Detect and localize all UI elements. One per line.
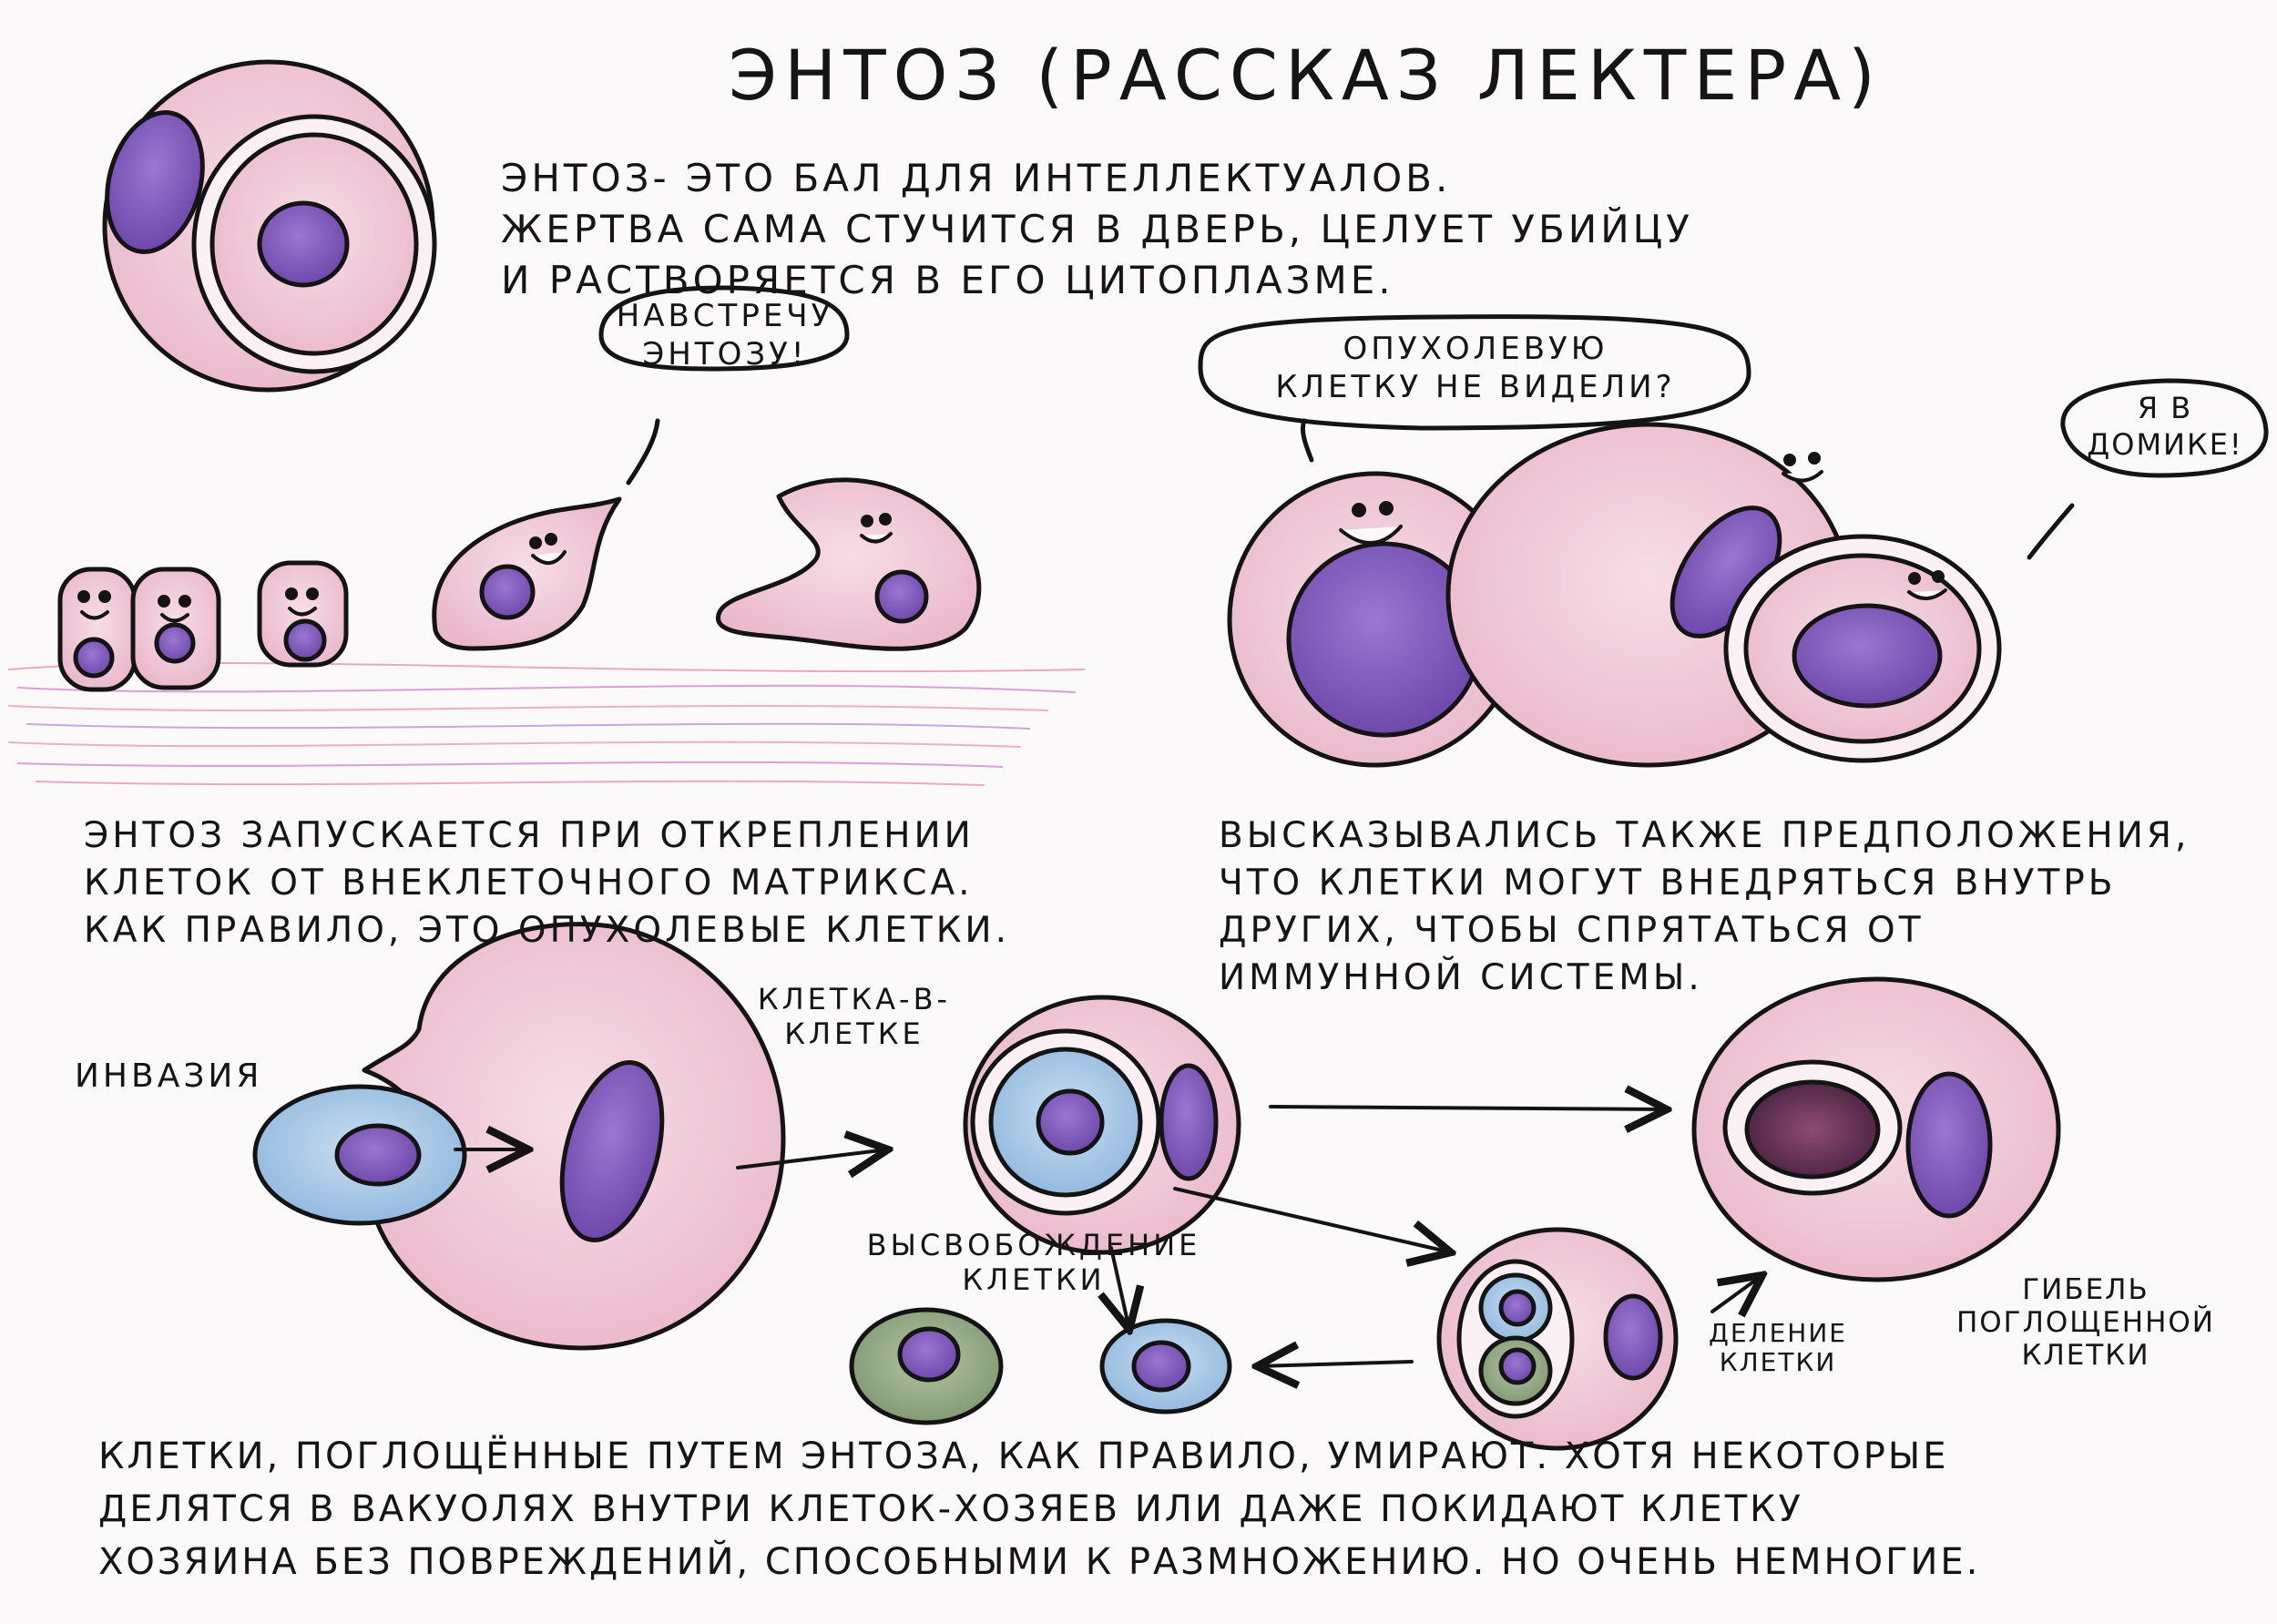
bubble-seen-line: опухолевую: [1343, 331, 1608, 367]
release-label-arrow: [1111, 1246, 1129, 1330]
invasion-host-cell: [362, 922, 786, 1351]
intro-line: Жертва сама стучится в дверь, целует уби…: [501, 207, 1693, 251]
bubble-seen: опухолевую клетку не видели?: [1207, 330, 1744, 406]
bubble-meet-tail: [626, 418, 660, 485]
intro-line: и растворяется в его цитоплазме.: [501, 258, 1394, 302]
bubble-meet-line: энтозу!: [642, 336, 808, 373]
detaching-cell: [432, 496, 622, 651]
bubble-seen-line: клетку не видели?: [1275, 369, 1676, 405]
right-paragraph-line: что клетки могут внедряться внутрь: [1219, 863, 2117, 904]
arrow-to-cell-in-cell: [736, 1149, 888, 1168]
attached-cell-2: [130, 567, 221, 690]
label-release: высвобождение клетки: [852, 1228, 1216, 1297]
invasion-host-nucleus: [559, 1060, 665, 1242]
label-death-line: клетки: [2021, 1339, 2150, 1372]
tumor-cell: [1227, 471, 1524, 768]
arrow-to-division: [1173, 1187, 1451, 1252]
division-label-arrow: [1710, 1275, 1762, 1312]
label-division: деление клетки: [1687, 1319, 1869, 1377]
right-paragraph-line: иммунной системы.: [1219, 957, 1703, 998]
released-green-cell: [849, 1307, 1004, 1425]
label-cell-in-cell-line: клетке: [784, 1016, 924, 1051]
bubble-house: я в домике!: [2066, 390, 2264, 463]
bubble-seen-outline: [1198, 314, 1751, 431]
final-paragraph: Клетки, поглощённые путем энтоза, как пр…: [98, 1430, 1980, 1588]
left-paragraph: Энтоз запускается при откреплении клеток…: [84, 812, 1010, 955]
label-death-line: поглощенной: [1955, 1306, 2216, 1339]
bubble-house-outline: [2060, 378, 2269, 478]
label-invasion: инвазия: [75, 1057, 263, 1095]
attached-cell-3: [257, 560, 349, 668]
top-host-cell: [102, 59, 437, 393]
intro-line: Энтоз- это бал для интеллектуалов.: [501, 156, 1452, 200]
bubble-house-line: домике!: [2087, 427, 2243, 462]
right-paragraph-line: других, чтобы спрятаться от: [1219, 910, 1925, 951]
label-release-line: клетки: [962, 1262, 1106, 1297]
label-death: гибель поглощенной клетки: [1913, 1273, 2259, 1372]
hiding-host-cell: [1445, 422, 2002, 768]
label-division-line: клетки: [1719, 1347, 1837, 1377]
label-death-line: гибель: [2022, 1273, 2149, 1306]
degraded-cell: [1744, 1079, 1881, 1180]
extracellular-matrix: [8, 661, 1085, 786]
left-paragraph-line: Как правило, это опухолевые клетки.: [84, 910, 1010, 951]
cell-faces: [77, 452, 1947, 623]
right-paragraph-line: Высказывались также предположения,: [1219, 815, 2190, 856]
page-title: Энтоз (рассказ Лектера): [729, 35, 1883, 116]
bubble-meet: навстречу энтозу!: [608, 297, 842, 373]
bubble-meet-outline: [598, 285, 850, 372]
arrow-to-release: [1257, 1362, 1414, 1366]
dividing-cell-host: [1436, 1227, 1679, 1451]
invading-cell: [252, 1084, 467, 1226]
migrating-cell: [716, 477, 982, 651]
dying-engulfed-host: [1691, 976, 2061, 1282]
top-host-nucleus: [105, 110, 205, 254]
label-cell-in-cell-line: клетка-в-: [757, 982, 952, 1016]
bubble-house-tail: [2027, 503, 2075, 560]
arrow-to-death: [1269, 1107, 1667, 1109]
final-paragraph-line: делятся в вакуолях внутри клеток-хозяев …: [98, 1488, 1803, 1530]
left-paragraph-line: клеток от внеклеточного матрикса.: [84, 863, 974, 904]
bubble-seen-tail: [1300, 418, 1314, 463]
intro-text: Энтоз- это бал для интеллектуалов. Жертв…: [501, 153, 1693, 306]
final-paragraph-line: Клетки, поглощённые путем энтоза, как пр…: [98, 1435, 1949, 1477]
hidden-cell-nucleus: [1792, 603, 1943, 709]
released-blue-cell: [1099, 1318, 1232, 1415]
cell-in-cell-host: [963, 995, 1241, 1255]
attached-cell-1: [57, 567, 138, 692]
label-cell-in-cell: клетка-в- клетке: [736, 982, 973, 1051]
final-paragraph-line: хозяина без повреждений, способными к ра…: [98, 1541, 1981, 1583]
top-engulfed-nucleus: [257, 200, 350, 288]
label-division-line: деление: [1708, 1318, 1847, 1348]
label-release-line: высвобождение: [866, 1228, 1201, 1262]
left-paragraph-line: Энтоз запускается при откреплении: [84, 815, 975, 856]
right-paragraph: Высказывались также предположения, что к…: [1219, 812, 2190, 1002]
bubble-house-line: я в: [2137, 391, 2193, 425]
bubble-meet-line: навстречу: [616, 298, 834, 334]
